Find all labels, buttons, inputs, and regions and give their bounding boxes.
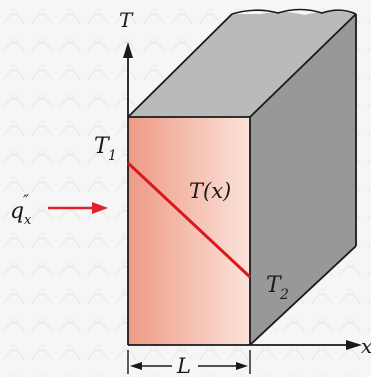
x-axis-label: x: [361, 334, 371, 358]
tx-label: T(x): [189, 179, 231, 203]
block-broken-edge: [231, 8, 357, 15]
t1-label: T: [94, 134, 111, 159]
t1-subscript: 1: [108, 148, 117, 164]
block-front-face: [128, 117, 250, 345]
block-side-face: [250, 14, 356, 345]
t-axis-label: T: [119, 8, 134, 32]
length-arrowhead-right: [236, 362, 248, 370]
x-axis-arrowhead: [346, 340, 362, 350]
t2-subscript: 2: [279, 287, 289, 303]
temperature-profile-line: [126, 161, 252, 279]
heat-flux-subscript: x: [24, 213, 32, 228]
heat-flux-superscript: ″: [23, 191, 29, 210]
block-top-face: [128, 11, 356, 118]
t-axis-arrowhead: [123, 42, 133, 58]
length-arrowhead-left: [130, 362, 142, 370]
length-label: L: [176, 354, 191, 377]
t2-label: T: [266, 273, 283, 298]
block-edges: [127, 13, 357, 346]
heat-flux-label: q: [10, 199, 24, 224]
heat-flux-arrowhead: [92, 202, 108, 214]
